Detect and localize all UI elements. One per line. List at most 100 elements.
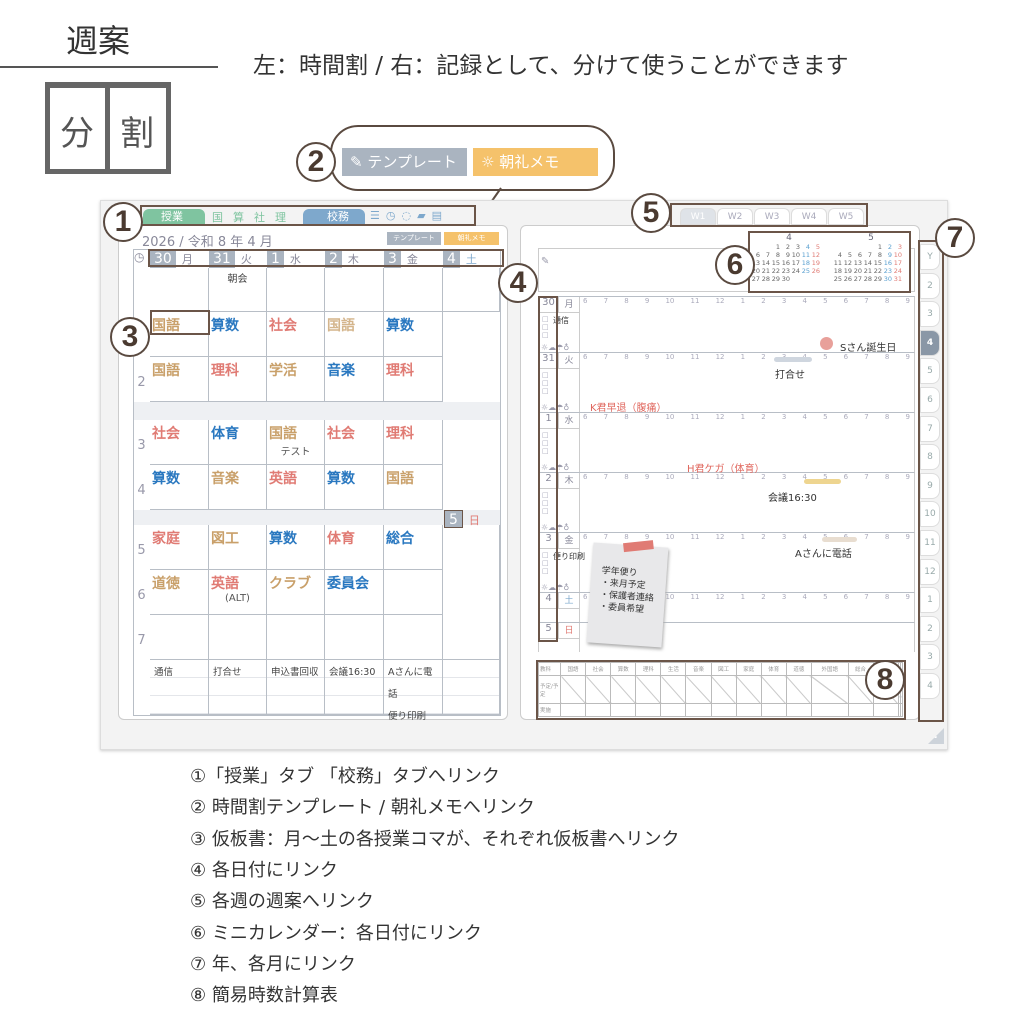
calendar-day[interactable]: 9	[887, 251, 892, 259]
note-cell[interactable]: 通信	[150, 660, 209, 715]
morning-cell[interactable]: 朝会	[209, 268, 267, 312]
calendar-day[interactable]: 12	[843, 259, 852, 267]
calendar-day[interactable]: 2	[887, 243, 892, 251]
week-tab[interactable]: W2	[717, 208, 753, 225]
checkbox-icon[interactable]: □	[542, 499, 549, 507]
calendar-day[interactable]: 6	[755, 251, 760, 259]
calendar-day[interactable]: 23	[883, 267, 892, 275]
lesson-cell[interactable]: 算数	[209, 312, 267, 357]
tab-duty[interactable]: 校務	[303, 209, 365, 225]
checkbox-icon[interactable]: □	[542, 371, 549, 379]
note-cell[interactable]	[443, 660, 500, 715]
calendar-day[interactable]: 25	[833, 275, 842, 283]
day-memo[interactable]: 便り印刷	[553, 552, 585, 561]
calendar-day[interactable]: 12	[811, 251, 820, 259]
event-birthday[interactable]: Sさん誕生日	[840, 343, 897, 354]
calendar-day[interactable]: 3	[795, 243, 800, 251]
calendar-day[interactable]: 22	[873, 267, 882, 275]
checkbox-icon[interactable]: □	[542, 439, 549, 447]
weather-icons[interactable]: ☼☁☂♁	[541, 463, 570, 472]
calendar-day[interactable]: 5	[847, 251, 852, 259]
calendar-day[interactable]: 21	[863, 267, 872, 275]
calendar-day[interactable]: 14	[863, 259, 872, 267]
month-tab[interactable]: 2	[920, 272, 940, 299]
calendar-day[interactable]: 2	[785, 243, 790, 251]
checkbox-icon[interactable]: □	[542, 447, 549, 455]
template-button[interactable]: テンプレート	[387, 232, 441, 245]
clipboard-icon[interactable]: ▤	[431, 209, 442, 222]
lesson-cell[interactable]: 図工	[209, 525, 267, 570]
template-link-button[interactable]: ✎ テンプレート	[342, 148, 467, 176]
folder-icon[interactable]: ▰	[417, 209, 426, 222]
calendar-day[interactable]: 26	[843, 275, 852, 283]
calendar-day[interactable]: 20	[853, 267, 862, 275]
hours-cell[interactable]	[785, 675, 812, 704]
month-tab[interactable]: Y	[920, 244, 940, 270]
hours-cell[interactable]	[899, 703, 904, 717]
lesson-cell[interactable]	[209, 615, 267, 660]
weather-icons[interactable]: ☼☁☂♁	[541, 523, 570, 532]
note-cell[interactable]: Aさんに電話便り印刷	[384, 660, 443, 722]
calendar-month-label[interactable]: 5	[868, 233, 874, 243]
chat-icon[interactable]: ◌	[401, 209, 412, 222]
hours-cell[interactable]	[810, 675, 849, 704]
morning-memo-button[interactable]: 朝礼メモ	[444, 232, 499, 245]
day-link[interactable]: 2	[539, 473, 559, 489]
lesson-cell[interactable]: 社会	[325, 420, 384, 465]
hours-cell[interactable]	[785, 703, 812, 717]
hours-cell[interactable]	[685, 675, 712, 704]
calendar-day[interactable]: 13	[853, 259, 862, 267]
calendar-day[interactable]: 29	[873, 275, 882, 283]
lesson-cell[interactable]: 学活	[267, 357, 325, 402]
week-tab[interactable]: W3	[754, 208, 790, 225]
calendar-day[interactable]: 24	[791, 267, 800, 275]
calendar-month-label[interactable]: 4	[786, 233, 792, 243]
calendar-day[interactable]: 11	[801, 251, 810, 259]
hours-cell[interactable]	[735, 675, 762, 704]
lesson-cell[interactable]: 家庭	[150, 525, 209, 570]
lesson-cell[interactable]: 英語(ALT)	[209, 570, 267, 615]
calendar-day[interactable]: 28	[863, 275, 872, 283]
day-link[interactable]: 5	[539, 623, 559, 639]
month-tab[interactable]: 3	[920, 301, 940, 328]
month-tab[interactable]: 9	[920, 472, 940, 499]
clock-icon[interactable]: ◷	[385, 209, 396, 222]
calendar-day[interactable]: 30	[883, 275, 892, 283]
calendar-day[interactable]: 8	[877, 251, 882, 259]
weather-icons[interactable]: ☼☁☂♁	[541, 583, 570, 592]
lesson-cell[interactable]: 国語	[150, 357, 209, 402]
calendar-day[interactable]: 18	[833, 267, 842, 275]
month-tab[interactable]: 1	[920, 587, 940, 614]
month-tab[interactable]: 2	[920, 615, 940, 642]
morning-cell[interactable]	[267, 268, 325, 312]
lesson-cell[interactable]: 委員会	[325, 570, 384, 615]
lesson-cell[interactable]: 算数	[150, 465, 209, 510]
lesson-cell[interactable]: 算数	[384, 312, 443, 357]
weather-icons[interactable]: ☼☁☂♁	[541, 403, 570, 412]
checkbox-icon[interactable]: □	[542, 387, 549, 395]
lesson-cell[interactable]: 理科	[209, 357, 267, 402]
month-tab[interactable]: 6	[920, 387, 940, 413]
lesson-cell[interactable]	[267, 615, 325, 660]
event-conference[interactable]: 会議16:30	[768, 493, 817, 504]
hours-cell[interactable]	[760, 675, 787, 704]
checkbox-icon[interactable]: □	[542, 551, 549, 559]
calendar-day[interactable]: 7	[867, 251, 872, 259]
calendar-day[interactable]: 17	[791, 259, 800, 267]
lesson-cell[interactable]: 社会	[267, 312, 325, 357]
month-tab[interactable]: 8	[920, 444, 940, 471]
lesson-cell[interactable]: 社会	[150, 420, 209, 465]
day-memo[interactable]: 通信	[553, 316, 569, 325]
month-tab[interactable]: 4	[920, 673, 940, 699]
note-cell[interactable]: 打合せ	[209, 660, 267, 715]
calendar-day[interactable]: 30	[781, 275, 790, 283]
checkbox-icon[interactable]: □	[542, 431, 549, 439]
morning-memo-link-button[interactable]: ☼ 朝礼メモ	[473, 148, 598, 176]
month-tab[interactable]: 11	[920, 530, 940, 556]
calendar-day[interactable]: 20	[751, 267, 760, 275]
calendar-day[interactable]: 16	[883, 259, 892, 267]
lesson-cell[interactable]	[384, 570, 443, 615]
